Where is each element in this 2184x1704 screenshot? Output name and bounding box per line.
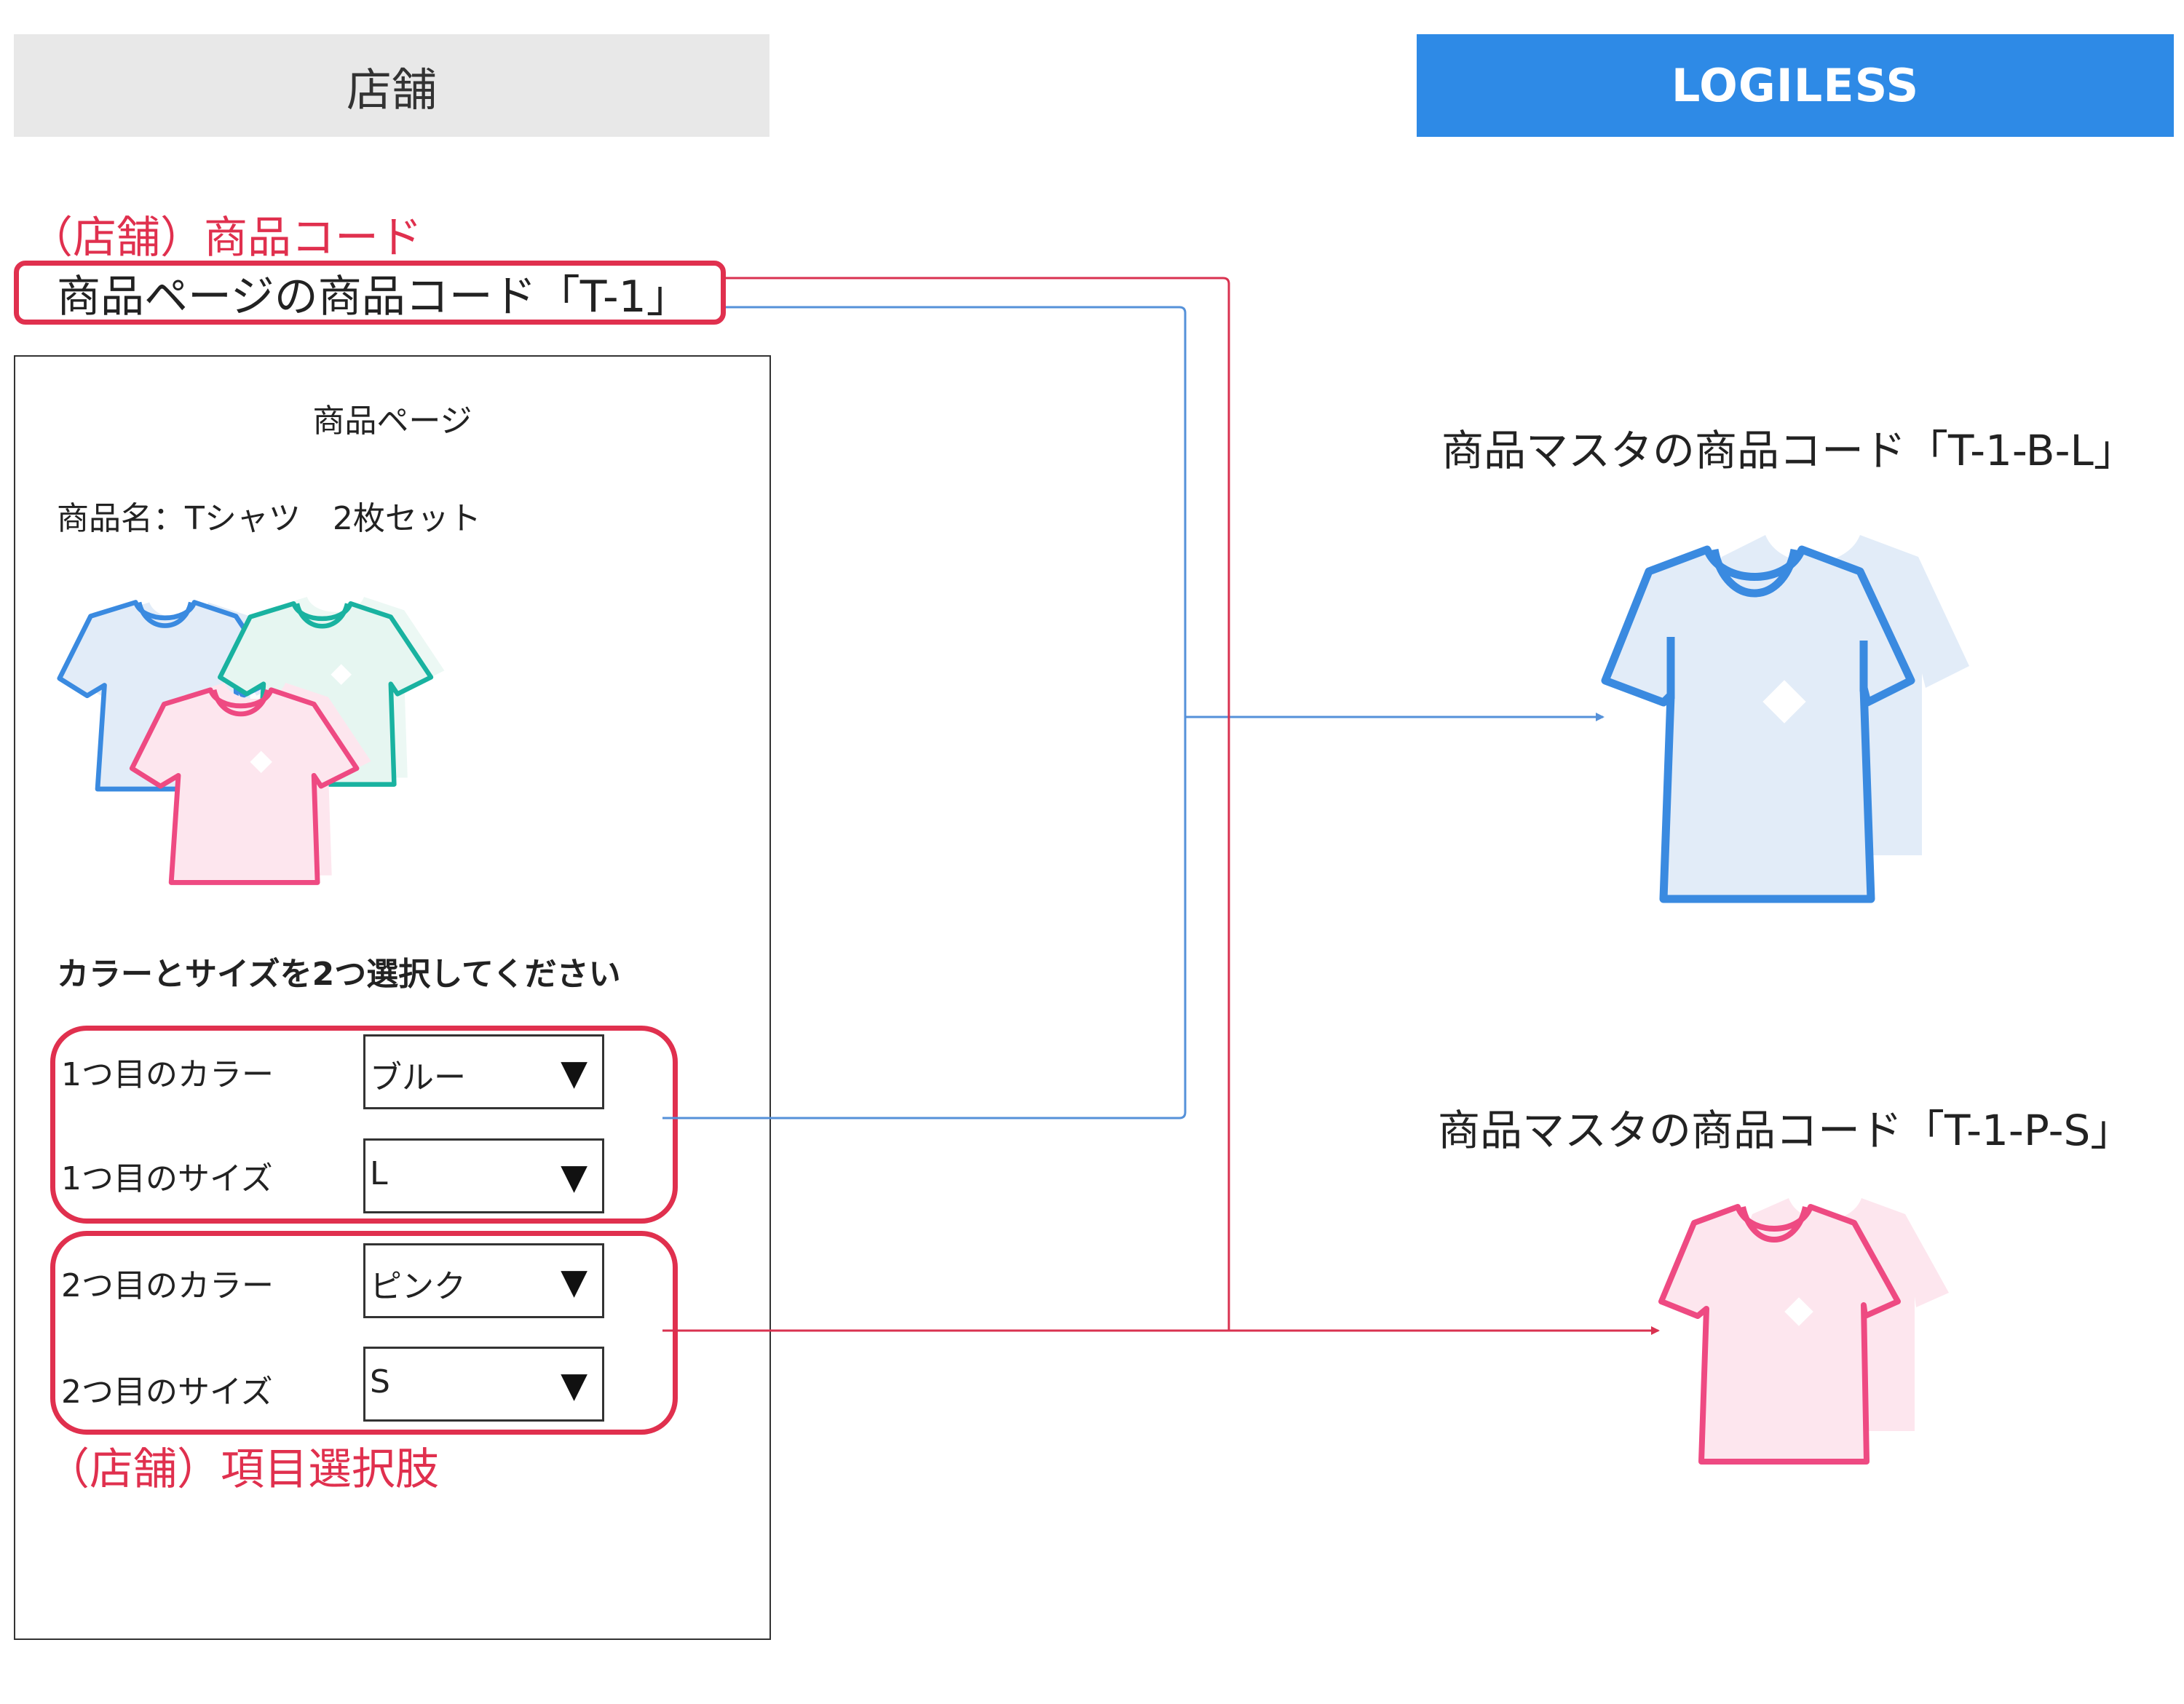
blue-connector-from-options: [662, 717, 1187, 1120]
product-page-title: 商品ページ: [312, 403, 472, 440]
logiless-header-label: LOGILESS: [1671, 59, 1920, 112]
color-1-value: ブルー: [370, 1059, 466, 1096]
option-label-size-2: 2つ目のサイズ: [61, 1374, 273, 1411]
size-2-select[interactable]: S ▼: [363, 1347, 604, 1422]
size-2-value: S: [370, 1363, 390, 1400]
product-page-panel: 商品ページ 商品名：Tシャツ 2枚セット カラーとサイズを2つ選択してください …: [14, 355, 771, 1640]
chevron-down-icon: ▼: [561, 1365, 587, 1406]
store-header-label: 店舗: [346, 63, 437, 116]
chevron-down-icon: ▼: [561, 1157, 587, 1197]
tshirt-group-icon: [57, 597, 445, 885]
color-2-value: ピンク: [370, 1268, 466, 1305]
option-label-size-1: 1つ目のサイズ: [61, 1160, 273, 1197]
size-1-select[interactable]: L ▼: [363, 1138, 604, 1213]
red-connector-from-code: [726, 277, 1230, 1331]
blue-tshirt-icon: [1601, 535, 1969, 903]
size-1-value: L: [370, 1155, 388, 1192]
first-item-options-group: [50, 1026, 678, 1224]
pink-tshirt-icon: [1658, 1198, 1949, 1465]
product-name: 商品名：Tシャツ 2枚セット: [57, 500, 481, 537]
option-label-color-2: 2つ目のカラー: [61, 1267, 274, 1304]
product-page-code-box: 商品ページの商品コード「T-1」: [14, 261, 726, 325]
option-label-color-1: 1つ目のカラー: [61, 1056, 274, 1093]
chevron-down-icon: ▼: [561, 1261, 587, 1302]
store-code-label: （店舗）商品コード: [29, 213, 422, 263]
selection-instruction: カラーとサイズを2つ選択してください: [57, 956, 621, 993]
color-1-select[interactable]: ブルー ▼: [363, 1034, 604, 1109]
master-code-pink: 商品マスタの商品コード「T-1-P-S」: [1438, 1106, 2133, 1155]
blue-connector-from-code: [726, 306, 1187, 717]
product-page-code-text: 商品ページの商品コード「T-1」: [57, 271, 690, 322]
store-header: 店舗: [14, 34, 769, 137]
item-options-label: （店舗）項目選択肢: [46, 1444, 439, 1495]
chevron-down-icon: ▼: [561, 1053, 587, 1093]
second-item-options-group: [50, 1231, 678, 1435]
logiless-header: LOGILESS: [1417, 34, 2174, 137]
master-code-blue: 商品マスタの商品コード「T-1-B-L」: [1441, 426, 2136, 475]
color-2-select[interactable]: ピンク ▼: [363, 1243, 604, 1318]
